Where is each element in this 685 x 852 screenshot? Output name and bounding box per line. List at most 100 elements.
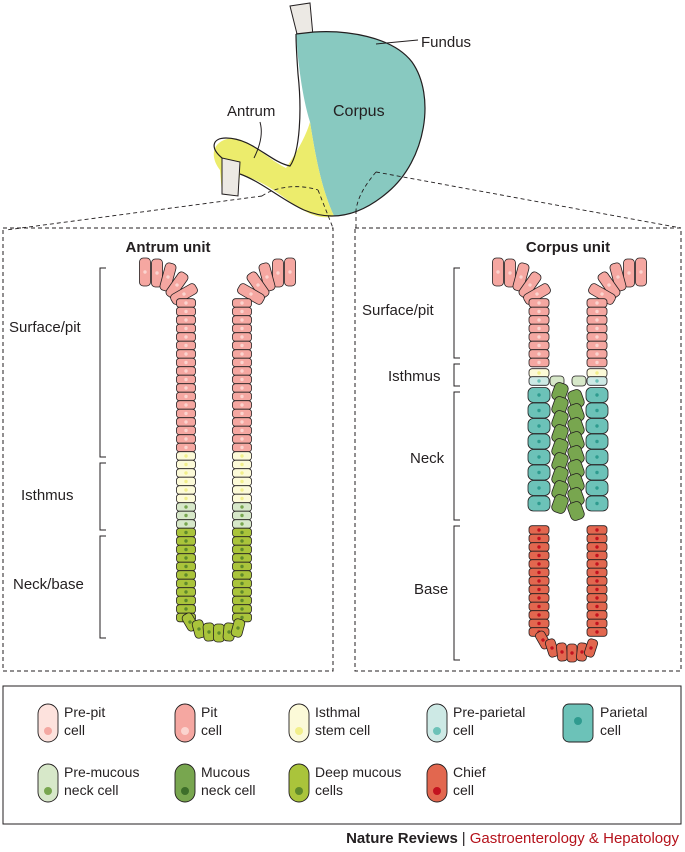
legend-label-line1: Parietal (600, 704, 647, 720)
chief-cell-right (586, 559, 608, 569)
antrum-cell-left (176, 578, 196, 589)
pit-cell (139, 257, 151, 287)
pit-cell (159, 262, 177, 292)
antrum-cell-left (176, 425, 196, 436)
antrum-cell-right (232, 595, 252, 606)
antrum-cell-right (232, 604, 252, 614)
antrum-cell-left (176, 502, 196, 512)
antrum-cell-left (176, 442, 196, 453)
antrum-cell-left (176, 374, 196, 385)
corpus-pit-cell-right (586, 323, 608, 334)
legend-swatch-nucleus (44, 727, 52, 735)
antrum-cell-right (232, 570, 252, 580)
legend-swatch-nucleus (433, 787, 441, 795)
pit-cell (512, 262, 530, 292)
parietal-cell-left (527, 433, 551, 450)
legend-label-line1: Pit (201, 704, 217, 720)
legend-frame (2, 685, 682, 825)
deep-mucous-cell (213, 623, 225, 643)
pit-cell (246, 271, 270, 299)
pit-cell (609, 262, 627, 292)
corpus-base-bracket (453, 525, 460, 661)
corpus-pit-cell-right (586, 332, 608, 342)
corpus-pit-cell-left (528, 323, 550, 334)
parietal-cell-right (585, 449, 609, 465)
legend-swatch-nucleus (181, 727, 189, 735)
antrum-cell-left (176, 561, 196, 572)
antrum-surface-bracket (99, 267, 106, 458)
parietal-cell-left (527, 418, 551, 434)
legend-label-line1: Mucous (201, 764, 250, 780)
legend-label-line1: Isthmal (315, 704, 360, 720)
journal-footer: Nature Reviews|Gastroenterology & Hepato… (346, 830, 679, 847)
chief-cell-left (528, 576, 550, 586)
corpus-panel-frame (354, 227, 682, 672)
antrum-cell-right (232, 349, 252, 359)
antrum-cell-right (232, 485, 252, 495)
antrum-zoom-arc (261, 186, 319, 197)
legend-label-line1: Pre-pit (64, 704, 105, 720)
antrum-cell-left (176, 519, 196, 529)
antrum-cell-right (232, 383, 252, 393)
chief-cell-right (586, 542, 608, 552)
antrum-cell-left (176, 451, 196, 461)
antrum-cell-right (232, 366, 252, 376)
corpus-unit-panel: Corpus unit Surface/pit Isthmus Neck Bas… (354, 227, 682, 672)
corpus-pit-cell-right (586, 298, 608, 308)
antrum-gland (139, 257, 296, 643)
antrum-cell-right (232, 527, 252, 538)
antrum-cell-right (232, 476, 252, 487)
pit-cell (504, 258, 516, 288)
corpus-unit-title: Corpus unit (526, 239, 610, 256)
antrum-cell-left (176, 476, 196, 487)
antrum-cell-right (232, 315, 252, 325)
legend-swatch-nucleus (181, 787, 189, 795)
parietal-cell-left (527, 464, 551, 481)
chief-cell-right (586, 584, 608, 595)
legend-label-line2: cells (315, 782, 343, 798)
chief-cell-left (528, 610, 550, 620)
parietal-cell-right (585, 402, 609, 419)
antrum-cell-left (176, 383, 196, 393)
legend-swatch (426, 763, 448, 803)
corpus-neck-bracket (453, 391, 460, 521)
antrum-cell-right (232, 434, 252, 444)
antrum-unit-panel: Antrum unit Surface/pit Isthmus Neck/bas… (2, 227, 334, 672)
antrum-cell-left (176, 510, 196, 521)
antrum-cell-right (232, 493, 252, 504)
parietal-cell-right (585, 433, 609, 450)
stomach-illustration: Fundus Corpus Antrum (5, 2, 682, 231)
deep-mucous-cell (202, 622, 216, 642)
antrum-cell-left (176, 349, 196, 359)
antrum-cell-left (176, 604, 196, 614)
antrum-cell-right (232, 425, 252, 436)
chief-cell-right (586, 567, 608, 578)
corpus-isthmus-label: Isthmus (388, 368, 441, 385)
antrum-cell-right (232, 374, 252, 385)
corpus-pit-cell-left (528, 315, 550, 325)
antrum-cell-right (232, 502, 252, 512)
chief-cell (556, 642, 568, 662)
chief-cell-right (586, 618, 608, 629)
chief-cell-right (586, 610, 608, 620)
antrum-region (213, 122, 334, 218)
pit-cell (284, 257, 296, 287)
chief-cell (583, 638, 599, 658)
legend-swatch-nucleus (574, 717, 582, 725)
antrum-panel-frame (2, 227, 334, 672)
antrum-cell-left (176, 417, 196, 427)
legend-label-line1: Pre-mucous (64, 764, 139, 780)
stomach-outline (213, 31, 426, 217)
corpus-pit-cell-right (586, 357, 608, 368)
chief-cell-left (528, 618, 550, 629)
corpus-zoom-arc (355, 171, 377, 211)
parietal-cell-right (585, 495, 609, 512)
chief-cell-right (586, 525, 608, 535)
antrum-cell-right (232, 323, 252, 334)
antrum-cell-right (232, 468, 252, 478)
